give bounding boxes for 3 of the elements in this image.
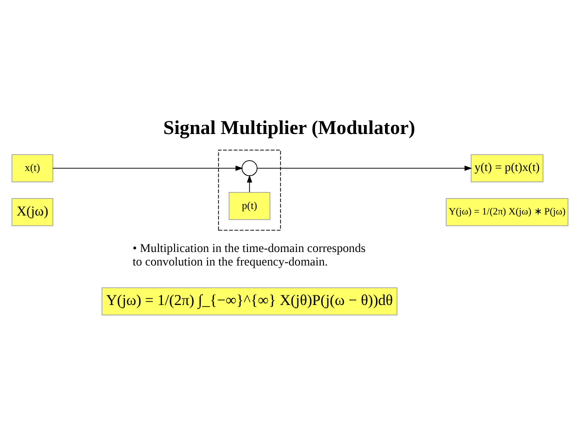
label: • Multiplication in the time-domain corresponds to convolution in the frequency-domain.	[132, 240, 366, 268]
diagram-title: Signal Multiplier (Modulator)	[163, 116, 416, 139]
label: Y(jω) = 1/(2π) ∫_{−∞}^{∞} X(jθ)P(j(ω − θ))dθ	[106, 292, 393, 309]
